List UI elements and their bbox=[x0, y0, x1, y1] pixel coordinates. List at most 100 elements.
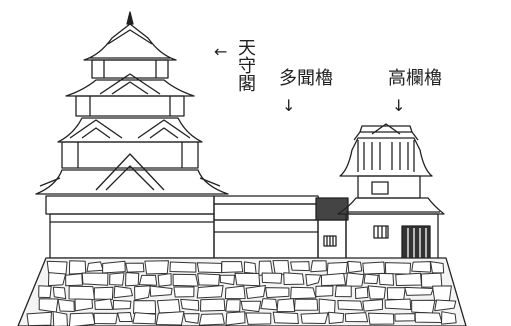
tenshu-char-3: 閣 bbox=[238, 74, 256, 95]
stone bbox=[219, 274, 236, 286]
stone bbox=[47, 272, 67, 287]
stone bbox=[144, 260, 169, 275]
stone bbox=[432, 285, 452, 302]
stone bbox=[156, 299, 181, 314]
stone bbox=[272, 311, 299, 325]
stone bbox=[234, 272, 261, 287]
tenshu-arrow: ← bbox=[214, 42, 228, 61]
stone bbox=[52, 311, 68, 326]
stone bbox=[386, 287, 406, 301]
stone bbox=[240, 300, 262, 313]
stone bbox=[125, 262, 145, 273]
stone bbox=[315, 285, 334, 298]
stone bbox=[196, 285, 224, 299]
stone bbox=[378, 272, 395, 286]
stone bbox=[441, 311, 457, 325]
stone bbox=[404, 286, 434, 296]
stone bbox=[125, 272, 140, 287]
stone bbox=[94, 298, 114, 310]
stone bbox=[328, 311, 345, 324]
stone bbox=[430, 261, 445, 274]
stone bbox=[68, 285, 96, 301]
stone bbox=[112, 299, 132, 310]
stone bbox=[169, 261, 197, 273]
tenshu-char-1: 天 bbox=[238, 38, 256, 59]
stone bbox=[221, 261, 244, 273]
stone bbox=[290, 286, 317, 300]
stone bbox=[183, 313, 200, 324]
stone bbox=[345, 272, 365, 287]
stone bbox=[38, 298, 59, 313]
stone bbox=[149, 285, 173, 297]
stone bbox=[434, 299, 457, 312]
stone bbox=[344, 312, 369, 323]
takaran-arrow: ↓ bbox=[392, 96, 406, 115]
tamon-arrow: ↓ bbox=[282, 96, 296, 115]
stone bbox=[109, 272, 125, 286]
stone bbox=[113, 285, 133, 299]
stone bbox=[134, 285, 152, 301]
stone bbox=[81, 272, 109, 286]
stone bbox=[102, 260, 126, 274]
stone bbox=[93, 312, 118, 325]
stone bbox=[310, 260, 327, 273]
stone bbox=[384, 298, 412, 310]
stone bbox=[180, 298, 200, 311]
stone bbox=[138, 274, 158, 286]
stone bbox=[243, 261, 257, 275]
stone bbox=[420, 272, 443, 288]
tamon-yagura bbox=[213, 195, 349, 261]
stone bbox=[411, 261, 432, 273]
stone bbox=[245, 285, 266, 299]
stone bbox=[200, 298, 226, 312]
stone bbox=[197, 273, 221, 286]
stone bbox=[367, 312, 395, 325]
stone bbox=[411, 299, 436, 314]
stone bbox=[305, 274, 322, 287]
stone-wall bbox=[17, 257, 467, 326]
stone bbox=[384, 262, 412, 275]
stone bbox=[196, 262, 223, 274]
stone bbox=[290, 261, 310, 272]
stone bbox=[245, 312, 272, 325]
stone bbox=[224, 285, 246, 300]
stone bbox=[260, 298, 278, 311]
stone bbox=[326, 261, 348, 276]
stone bbox=[65, 273, 83, 287]
stone bbox=[294, 298, 319, 311]
tenshu-char-2: 守 bbox=[238, 56, 256, 77]
stone bbox=[52, 286, 67, 300]
takaran-yagura bbox=[337, 123, 445, 261]
stone bbox=[157, 273, 172, 287]
stone bbox=[334, 285, 352, 298]
tenshu-keep bbox=[35, 11, 229, 259]
stone bbox=[318, 298, 336, 315]
stone bbox=[337, 300, 364, 311]
stone bbox=[133, 300, 157, 314]
takaran-label: 高欄櫓 bbox=[388, 68, 442, 89]
stone bbox=[362, 299, 383, 312]
stone bbox=[265, 287, 290, 299]
stone bbox=[225, 299, 241, 312]
stone bbox=[117, 312, 133, 323]
stone bbox=[354, 286, 369, 300]
stone bbox=[68, 312, 96, 326]
stone bbox=[172, 273, 199, 287]
stone bbox=[367, 285, 386, 300]
stone bbox=[320, 272, 346, 287]
stone bbox=[414, 312, 443, 323]
tamon-label: 多聞櫓 bbox=[279, 68, 333, 89]
stone bbox=[395, 272, 422, 286]
stone bbox=[26, 311, 52, 326]
stone bbox=[394, 313, 416, 322]
stone bbox=[225, 311, 246, 326]
stone bbox=[132, 312, 157, 325]
tenshu-label: 天 守 閣 bbox=[238, 40, 258, 94]
stone bbox=[74, 298, 94, 312]
stone bbox=[347, 260, 363, 273]
stone bbox=[283, 272, 305, 285]
stone bbox=[300, 312, 329, 324]
stone bbox=[363, 273, 379, 285]
